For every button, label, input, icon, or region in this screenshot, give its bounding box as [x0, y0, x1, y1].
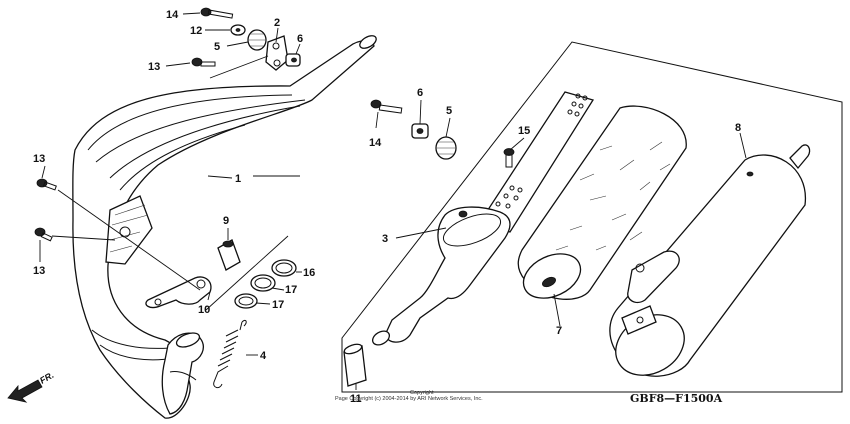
callout-2: 2 [274, 17, 280, 29]
copyright-line-2: Page Copyright (c) 2004-2014 by ARI Netw… [335, 396, 483, 402]
callout-1: 1 [235, 173, 241, 185]
callout-17-upper: 17 [285, 284, 297, 296]
callout-5-right: 5 [446, 105, 452, 117]
callout-3: 3 [382, 233, 388, 245]
copyright-line-1: Copyright [410, 390, 434, 396]
glass-wool-part-7[interactable] [516, 105, 687, 307]
bolt-part-15[interactable] [503, 148, 515, 168]
callout-11: 11 [350, 393, 362, 405]
silencer-core-part-3[interactable] [370, 91, 595, 348]
callout-12: 12 [190, 25, 202, 37]
perforation-holes [495, 93, 588, 209]
callout-14-right: 14 [369, 137, 382, 149]
separator-line [205, 235, 289, 311]
bracket-part-10[interactable] [145, 276, 212, 309]
bracket-part-2[interactable] [265, 35, 289, 71]
expansion-chamber[interactable] [72, 33, 378, 419]
front-direction-arrow-icon: FR. [7, 370, 56, 403]
ring-part-17-upper[interactable] [250, 274, 276, 292]
collar-part-11[interactable] [343, 342, 367, 387]
callout-5-top: 5 [214, 41, 220, 53]
callout-7: 7 [556, 325, 562, 337]
bolt-part-13-left-upper[interactable] [36, 178, 57, 191]
callout-4: 4 [260, 350, 267, 362]
leader-lines [39, 12, 747, 390]
callout-13-left-lower: 13 [33, 265, 45, 277]
rubber-mount-part-9[interactable] [217, 239, 241, 271]
spring-part-4[interactable] [213, 319, 247, 389]
bolt-part-13-left-lower[interactable] [34, 227, 53, 242]
callout-15: 15 [518, 125, 530, 137]
bolt-part-14-top[interactable] [200, 7, 234, 19]
ring-part-16[interactable] [271, 259, 297, 277]
washer-part-12[interactable] [230, 24, 246, 36]
bolt-part-14-right[interactable] [370, 99, 403, 114]
callout-13-left-upper: 13 [33, 153, 45, 165]
ring-part-17-lower[interactable] [234, 293, 258, 309]
callout-17-lower: 17 [272, 299, 284, 311]
callout-6-top: 6 [297, 33, 303, 45]
grommet-part-5-top[interactable] [247, 29, 267, 51]
callout-14-top: 14 [166, 9, 179, 21]
grommet-part-5-right[interactable] [435, 136, 457, 160]
callout-10: 10 [198, 304, 210, 316]
collar-part-6-right[interactable] [411, 123, 429, 139]
muffler-body-part-8[interactable] [605, 144, 811, 387]
bolt-part-13-top[interactable] [191, 57, 216, 67]
front-direction-label: FR. [38, 370, 56, 386]
callout-16: 16 [303, 267, 315, 279]
callout-13-top: 13 [148, 61, 160, 73]
muffler-group-frame [341, 41, 843, 393]
callout-6-right: 6 [417, 87, 423, 99]
callout-8: 8 [735, 122, 741, 134]
callout-9: 9 [223, 215, 229, 227]
diagram-code: GBF8—F1500A [630, 392, 723, 405]
collar-part-6-top[interactable] [285, 53, 301, 67]
